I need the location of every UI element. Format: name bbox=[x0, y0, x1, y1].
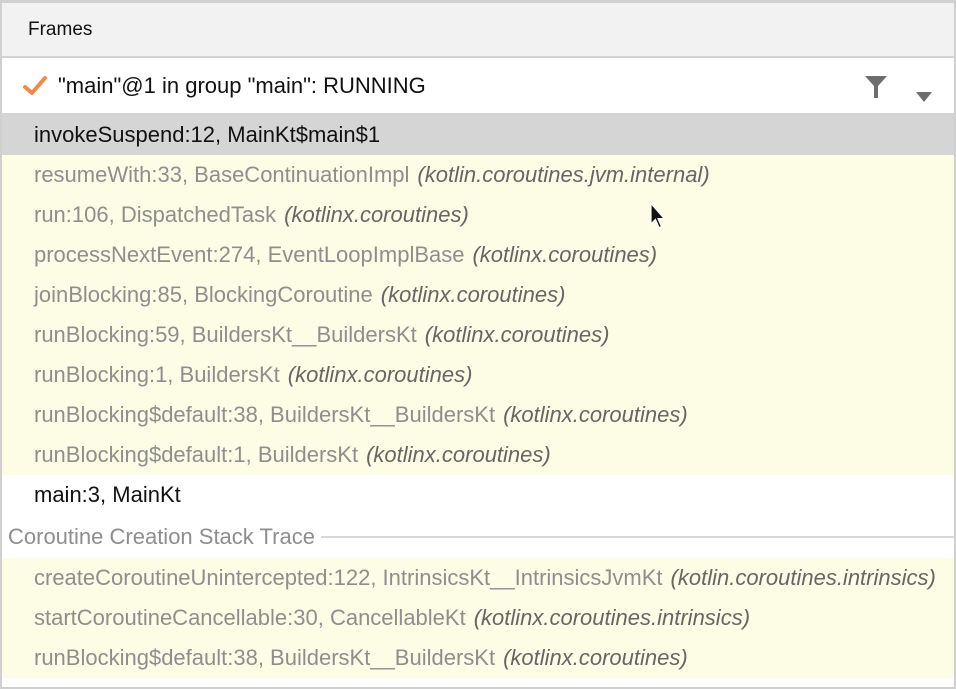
creation-stack-separator: Coroutine Creation Stack Trace bbox=[2, 515, 954, 558]
frame-method: createCoroutineUnintercepted:122, Intrin… bbox=[34, 565, 663, 590]
frame-row[interactable]: runBlocking$default:1, BuildersKt (kotlin… bbox=[2, 435, 954, 475]
frame-package: (kotlinx.coroutines.intrinsics) bbox=[473, 605, 751, 630]
frame-method: run:106, DispatchedTask bbox=[34, 202, 277, 227]
frame-package: (kotlinx.coroutines) bbox=[503, 402, 688, 427]
panel-header: Frames bbox=[2, 3, 954, 58]
frame-row[interactable]: runBlocking:59, BuildersKt__BuildersKt (k… bbox=[2, 315, 954, 355]
panel-title: Frames bbox=[28, 18, 93, 40]
frame-row[interactable]: run:106, DispatchedTask (kotlinx.coroutin… bbox=[2, 195, 954, 235]
frame-package: (kotlinx.coroutines) bbox=[424, 322, 610, 347]
frame-row[interactable]: invokeSuspend:12, MainKt$main$1 bbox=[2, 115, 954, 155]
thread-label: "main"@1 in group "main": RUNNING bbox=[58, 72, 426, 98]
frame-method: resumeWith:33, BaseContinuationImpl bbox=[34, 162, 410, 187]
chevron-down-icon[interactable] bbox=[916, 82, 932, 108]
frame-row[interactable]: resumeWith:33, BaseContinuationImpl (kotl… bbox=[2, 155, 954, 195]
check-icon bbox=[22, 75, 48, 97]
mouse-cursor-icon bbox=[650, 201, 668, 235]
frame-method: invokeSuspend:12, MainKt$main$1 bbox=[34, 122, 381, 147]
creation-frame-row[interactable]: runBlocking$default:38, BuildersKt__Buil… bbox=[2, 638, 954, 678]
frame-method: runBlocking$default:38, BuildersKt__Buil… bbox=[34, 402, 496, 427]
frame-method: main:3, MainKt bbox=[34, 482, 181, 507]
frame-method: runBlocking:1, BuildersKt bbox=[34, 362, 280, 387]
creation-stack-title: Coroutine Creation Stack Trace bbox=[8, 523, 315, 549]
frame-package: (kotlinx.coroutines) bbox=[472, 242, 658, 267]
frame-package: (kotlinx.coroutines) bbox=[380, 282, 566, 307]
frame-method: runBlocking:59, BuildersKt__BuildersKt bbox=[34, 322, 417, 347]
thread-selector[interactable]: "main"@1 in group "main": RUNNING bbox=[2, 58, 954, 115]
frame-package: (kotlinx.coroutines) bbox=[503, 645, 688, 670]
filter-icon[interactable] bbox=[864, 75, 888, 105]
frame-method: runBlocking$default:1, BuildersKt bbox=[34, 442, 359, 467]
frame-row[interactable]: processNextEvent:274, EventLoopImplBase (… bbox=[2, 235, 954, 275]
frame-row[interactable]: main:3, MainKt bbox=[2, 475, 954, 515]
creation-frame-row[interactable]: createCoroutineUnintercepted:122, Intrin… bbox=[2, 558, 954, 598]
frame-method: processNextEvent:274, EventLoopImplBase bbox=[34, 242, 465, 267]
frame-row[interactable]: joinBlocking:85, BlockingCoroutine (kotli… bbox=[2, 275, 954, 315]
frame-method: runBlocking$default:38, BuildersKt__Buil… bbox=[34, 645, 496, 670]
frame-package: (kotlin.coroutines.intrinsics) bbox=[670, 565, 936, 590]
frame-package: (kotlin.coroutines.jvm.internal) bbox=[417, 162, 710, 187]
separator-line bbox=[320, 535, 954, 538]
frame-package: (kotlinx.coroutines) bbox=[284, 202, 469, 227]
frame-method: startCoroutineCancellable:30, Cancellabl… bbox=[34, 605, 466, 630]
frame-row[interactable]: runBlocking$default:38, BuildersKt__Buil… bbox=[2, 395, 954, 435]
frame-package: (kotlinx.coroutines) bbox=[366, 442, 551, 467]
frame-package: (kotlinx.coroutines) bbox=[287, 362, 473, 387]
creation-frame-row[interactable]: startCoroutineCancellable:30, Cancellabl… bbox=[2, 598, 954, 638]
frame-method: joinBlocking:85, BlockingCoroutine bbox=[34, 282, 373, 307]
frame-row[interactable]: runBlocking:1, BuildersKt (kotlinx.corout… bbox=[2, 355, 954, 395]
